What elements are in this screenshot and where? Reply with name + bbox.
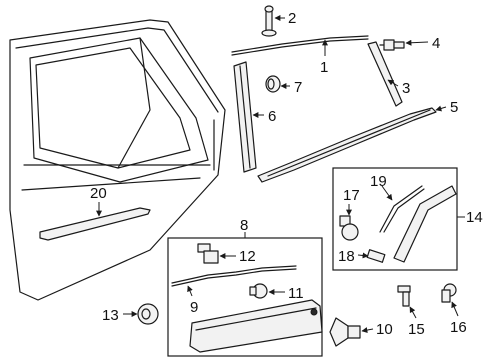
callout-5: 5 bbox=[450, 99, 458, 116]
callout-2: 2 bbox=[288, 10, 296, 27]
callout-20: 20 bbox=[90, 185, 107, 202]
part-9-strip bbox=[171, 265, 297, 287]
callout-13: 13 bbox=[102, 307, 119, 324]
part-8-garnish bbox=[189, 299, 323, 353]
callout-1: 1 bbox=[320, 59, 328, 76]
callout-15: 15 bbox=[408, 321, 425, 338]
leader-4 bbox=[405, 39, 429, 46]
part-5-belt-molding bbox=[257, 107, 437, 183]
callout-9: 9 bbox=[190, 299, 198, 316]
callout-17: 17 bbox=[343, 187, 360, 204]
part-20-body-molding bbox=[39, 207, 151, 241]
callout-6: 6 bbox=[268, 108, 276, 125]
callout-14: 14 bbox=[466, 209, 483, 226]
part-1-upper-molding bbox=[231, 35, 369, 56]
callout-4: 4 bbox=[432, 35, 440, 52]
leader-5 bbox=[435, 105, 447, 112]
callout-12: 12 bbox=[239, 248, 256, 265]
callout-19: 19 bbox=[370, 173, 387, 190]
part-2-clip bbox=[261, 5, 277, 37]
part-12-clip bbox=[197, 243, 219, 264]
leader-18 bbox=[357, 252, 369, 259]
leader-19 bbox=[381, 185, 393, 201]
part-11-clip bbox=[249, 283, 268, 299]
part-10-fastener bbox=[329, 317, 361, 347]
part-17-clip bbox=[339, 215, 359, 241]
part-6-pillar-garnish bbox=[233, 61, 257, 173]
callout-8: 8 bbox=[240, 217, 248, 234]
leader-3 bbox=[387, 79, 399, 87]
group-14-frame bbox=[332, 167, 458, 271]
callout-18: 18 bbox=[338, 248, 355, 265]
part-16-screw bbox=[441, 283, 457, 303]
leader-16 bbox=[451, 301, 459, 317]
part-18-pad bbox=[366, 249, 386, 263]
part-14-molding bbox=[393, 185, 457, 263]
leader-10 bbox=[361, 327, 374, 333]
callout-3: 3 bbox=[402, 80, 410, 97]
callout-16: 16 bbox=[450, 319, 467, 336]
leader-15 bbox=[409, 306, 417, 319]
part-19-strip bbox=[379, 185, 425, 233]
part-15-screw bbox=[397, 285, 411, 307]
callout-7: 7 bbox=[294, 79, 302, 96]
leader-9 bbox=[187, 285, 193, 297]
part-3-rear-molding bbox=[367, 41, 403, 107]
part-7-grommet bbox=[265, 75, 281, 93]
rear-door bbox=[9, 19, 226, 301]
callout-10: 10 bbox=[376, 321, 393, 338]
callout-11: 11 bbox=[288, 285, 304, 302]
part-13-grommet bbox=[137, 303, 159, 325]
part-4-bolt bbox=[379, 39, 405, 51]
